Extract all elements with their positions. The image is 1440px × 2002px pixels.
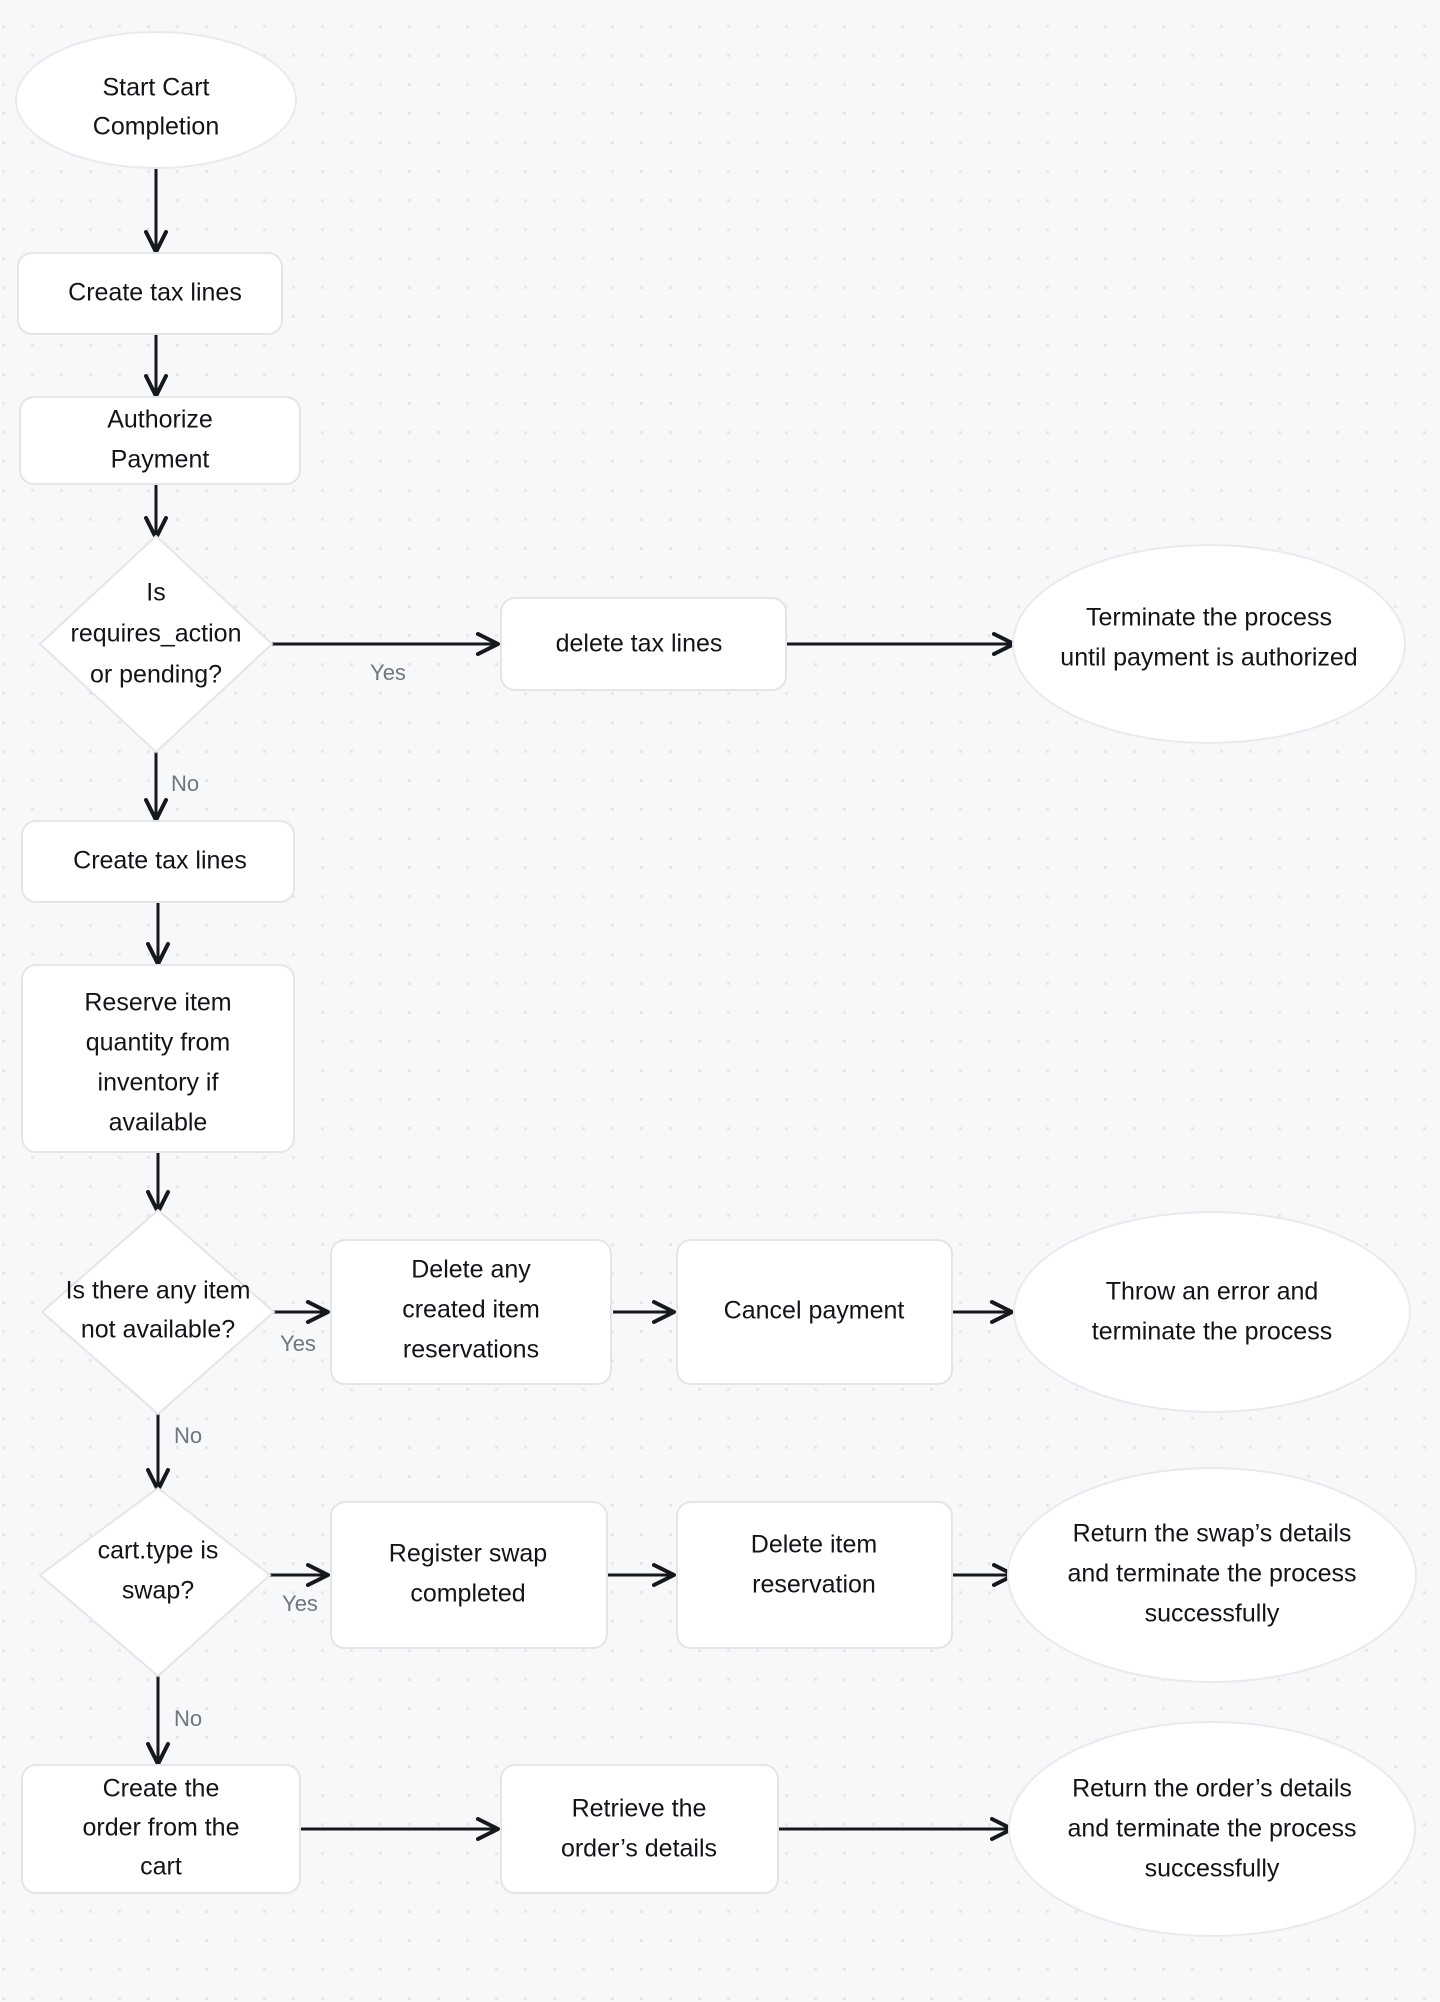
register-swap-completed-rect xyxy=(330,1501,608,1649)
node-delete-item-reservation[interactable]: Delete item reservation xyxy=(676,1501,953,1649)
create-order-from-cart-line-2: order from the xyxy=(82,1814,239,1842)
delete-created-reservations-rect xyxy=(330,1239,612,1385)
register-swap-completed-line-1: Register swap xyxy=(389,1540,547,1568)
create-tax-lines-2-label: Create tax lines xyxy=(73,847,247,875)
create-tax-lines-1-label: Create tax lines xyxy=(68,279,242,307)
reserve-item-quantity-line-3: inventory if xyxy=(98,1069,219,1097)
node-return-swap-details[interactable]: Return the swap’s details and terminate … xyxy=(1007,1467,1417,1683)
decision-item-not-available-diamond xyxy=(40,1208,276,1416)
terminate-until-authorized-line-1: Terminate the process xyxy=(1086,604,1332,632)
start-label-line-1: Start Cart xyxy=(103,74,210,102)
edge-label-cart-type-swap-no: No xyxy=(174,1706,202,1731)
throw-error-terminate-line-1: Throw an error and xyxy=(1106,1278,1319,1306)
node-return-order-details[interactable]: Return the order’s details and terminate… xyxy=(1008,1721,1416,1937)
node-retrieve-order-details[interactable]: Retrieve the order’s details xyxy=(500,1764,779,1894)
node-terminate-until-authorized[interactable]: Terminate the process until payment is a… xyxy=(1012,544,1406,744)
delete-item-reservation-rect xyxy=(676,1501,953,1649)
decision-cart-type-swap-line-2: swap? xyxy=(122,1577,194,1605)
authorize-payment-label-line-1: Authorize xyxy=(107,406,213,434)
throw-error-terminate-line-2: terminate the process xyxy=(1092,1318,1332,1346)
node-register-swap-completed[interactable]: Register swap completed xyxy=(330,1501,608,1649)
retrieve-order-details-rect xyxy=(500,1764,779,1894)
decision-item-not-available-line-2: not available? xyxy=(81,1316,235,1344)
delete-tax-lines-rect xyxy=(500,597,787,691)
create-order-from-cart-line-1: Create the xyxy=(103,1775,220,1803)
return-order-details-line-1: Return the order’s details xyxy=(1072,1775,1352,1803)
decision-requires-action-line-3: or pending? xyxy=(90,661,222,689)
node-cancel-payment[interactable]: Cancel payment xyxy=(676,1239,953,1385)
edge-label-requires-action-yes: Yes xyxy=(370,660,406,685)
node-throw-error-terminate[interactable]: Throw an error and terminate the process xyxy=(1013,1211,1411,1413)
node-create-tax-lines-2[interactable]: Create tax lines xyxy=(21,820,295,903)
decision-item-not-available-line-1: Is there any item xyxy=(66,1277,251,1305)
throw-error-terminate-ellipse xyxy=(1013,1211,1411,1413)
retrieve-order-details-line-2: order’s details xyxy=(561,1835,717,1863)
register-swap-completed-line-2: completed xyxy=(410,1580,525,1608)
authorize-payment-label-line-2: Payment xyxy=(111,446,210,474)
create-tax-lines-1-rect xyxy=(17,252,283,335)
decision-requires-action-line-1: Is xyxy=(146,579,165,607)
node-authorize-payment[interactable]: Authorize Payment xyxy=(19,396,301,485)
start-label-line-2: Completion xyxy=(93,113,219,141)
node-start[interactable]: Start Cart Completion xyxy=(15,31,297,169)
node-decision-requires-action[interactable]: Is requires_action or pending? xyxy=(38,534,274,754)
node-decision-cart-type-swap[interactable]: cart.type is swap? xyxy=(38,1486,272,1678)
reserve-item-quantity-rect xyxy=(21,964,295,1153)
delete-created-reservations-line-1: Delete any xyxy=(411,1256,531,1284)
delete-item-reservation-line-2: reservation xyxy=(752,1571,876,1599)
reserve-item-quantity-line-4: available xyxy=(109,1109,208,1137)
create-order-from-cart-rect xyxy=(21,1764,301,1894)
cancel-payment-label: Cancel payment xyxy=(724,1297,905,1325)
return-order-details-line-2: and terminate the process xyxy=(1067,1815,1356,1843)
return-order-details-ellipse xyxy=(1008,1721,1416,1937)
delete-created-reservations-line-2: created item xyxy=(402,1296,540,1324)
node-delete-created-reservations[interactable]: Delete any created item reservations xyxy=(330,1239,612,1385)
create-order-from-cart-line-3: cart xyxy=(140,1853,182,1881)
decision-cart-type-swap-diamond xyxy=(38,1486,272,1678)
decision-requires-action-diamond xyxy=(38,534,274,754)
decision-cart-type-swap-line-1: cart.type is xyxy=(98,1537,219,1565)
edges xyxy=(144,168,1016,1841)
edge-label-requires-action-no: No xyxy=(171,771,199,796)
return-swap-details-line-1: Return the swap’s details xyxy=(1073,1520,1352,1548)
cancel-payment-rect xyxy=(676,1239,953,1385)
return-swap-details-line-3: successfully xyxy=(1145,1600,1280,1628)
authorize-payment-rect xyxy=(19,396,301,485)
delete-created-reservations-line-3: reservations xyxy=(403,1336,539,1364)
node-create-order-from-cart[interactable]: Create the order from the cart xyxy=(21,1764,301,1894)
node-decision-item-not-available[interactable]: Is there any item not available? xyxy=(40,1208,276,1416)
retrieve-order-details-line-1: Retrieve the xyxy=(572,1795,707,1823)
reserve-item-quantity-line-1: Reserve item xyxy=(84,989,231,1017)
return-swap-details-ellipse xyxy=(1007,1467,1417,1683)
create-tax-lines-2-rect xyxy=(21,820,295,903)
return-order-details-line-3: successfully xyxy=(1145,1855,1280,1883)
reserve-item-quantity-line-2: quantity from xyxy=(86,1029,231,1057)
return-swap-details-line-2: and terminate the process xyxy=(1067,1560,1356,1588)
node-reserve-item-quantity[interactable]: Reserve item quantity from inventory if … xyxy=(21,964,295,1153)
terminate-until-authorized-ellipse xyxy=(1012,544,1406,744)
edge-label-item-not-available-yes: Yes xyxy=(280,1331,316,1356)
node-create-tax-lines-1[interactable]: Create tax lines xyxy=(17,252,283,335)
decision-requires-action-line-2: requires_action xyxy=(71,620,242,648)
delete-item-reservation-line-1: Delete item xyxy=(751,1531,877,1559)
terminate-until-authorized-line-2: until payment is authorized xyxy=(1060,644,1357,672)
node-delete-tax-lines[interactable]: delete tax lines xyxy=(500,597,787,691)
edge-label-cart-type-swap-yes: Yes xyxy=(282,1591,318,1616)
edge-label-item-not-available-no: No xyxy=(174,1423,202,1448)
start-ellipse xyxy=(15,31,297,169)
delete-tax-lines-label: delete tax lines xyxy=(556,630,723,658)
